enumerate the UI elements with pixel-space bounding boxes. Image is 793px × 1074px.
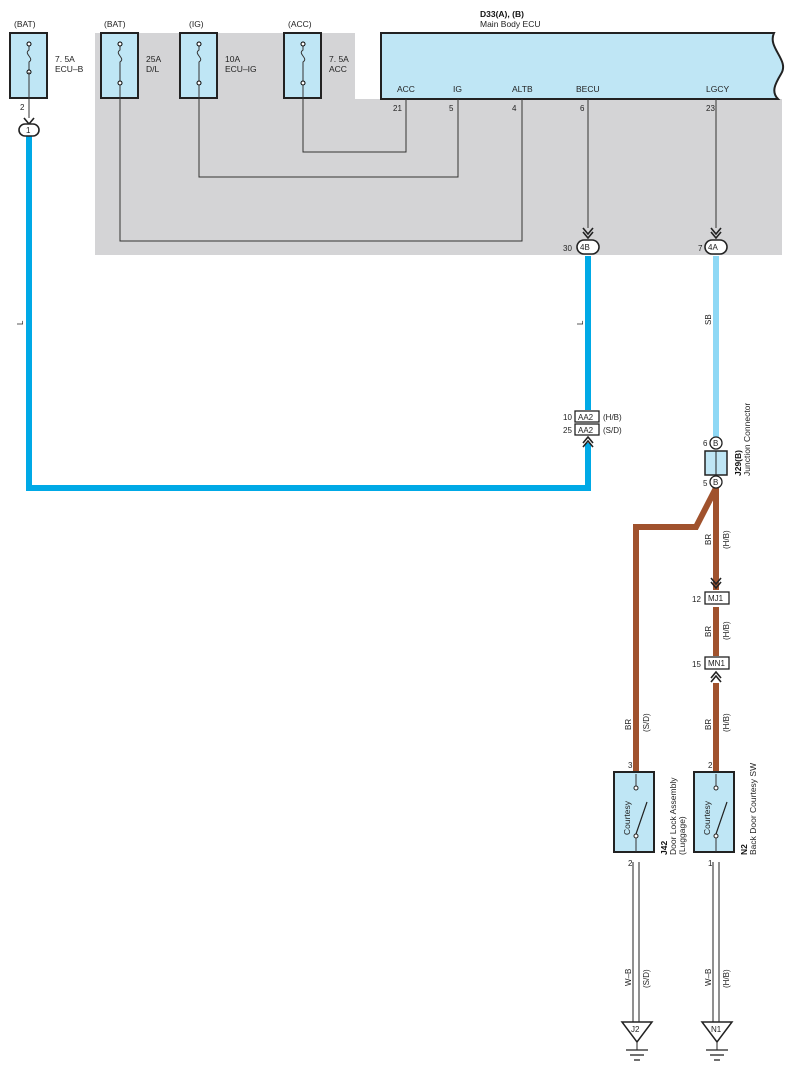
switch-n2: 2 Courtesy 1 N2 Back Door Courtesy SW (693, 761, 758, 868)
fuse-d-l: (BAT) 25A D/L (100, 19, 161, 99)
junction-letter: B (713, 478, 718, 487)
ecu-pin-label: IG (453, 84, 462, 94)
wire-label: BR (704, 719, 713, 730)
ecu-pin-num: 4 (512, 104, 517, 113)
fuse-name: ACC (329, 64, 347, 74)
wire-label: BR (704, 626, 713, 637)
switch-pin: 2 (708, 761, 713, 770)
wire-label: (H/B) (722, 713, 731, 732)
wire-label: BR (624, 719, 633, 730)
connector-note: (S/D) (603, 426, 622, 435)
ground-label: J2 (631, 1025, 640, 1034)
connector-pin: 25 (563, 426, 572, 435)
switch-pin: 2 (628, 859, 633, 868)
ecu-pin-num: 21 (393, 104, 402, 113)
wire-label: L (16, 320, 25, 325)
connector-aa2: AA2 AA2 10 25 (H/B) (S/D) (563, 410, 622, 448)
connector-code: 4A (708, 243, 718, 252)
ecu-pin-label: BECU (576, 84, 600, 94)
connector-mn1: MN1 15 (692, 656, 730, 683)
wire-label: (S/D) (642, 969, 651, 988)
wire-labels: L L SB BR (H/B) BR (H/B) BR (S/D) BR (H/… (16, 314, 731, 988)
junction-connector-j29: B 6 B 5 J29(B) Junction Connector (703, 403, 752, 489)
connector-note: (H/B) (603, 413, 622, 422)
ecu-pin-num: 6 (580, 104, 585, 113)
switch-pin: 3 (628, 761, 633, 770)
fuse-source-label: (BAT) (14, 19, 36, 29)
junction-code: J29(B) (733, 450, 743, 476)
wire-label: (S/D) (642, 713, 651, 732)
fuse-pin: 2 (20, 103, 25, 112)
fuse-name: ECU–B (55, 64, 84, 74)
junction-name: Junction Connector (742, 403, 752, 476)
ecu-pin-label: ACC (397, 84, 415, 94)
wire-br (633, 486, 719, 772)
connector-code: 1 (26, 126, 31, 135)
wire-label: (H/B) (722, 621, 731, 640)
fuse-rating: 10A (225, 54, 240, 64)
wire-label: (H/B) (722, 530, 731, 549)
switch-code: J42 (659, 841, 669, 855)
connector-pin: 15 (692, 660, 701, 669)
connector-code: MJ1 (708, 594, 724, 603)
connector-code: AA2 (578, 413, 594, 422)
connector-1: 1 (18, 117, 40, 137)
wire-label: (H/B) (722, 969, 731, 988)
connector-code: MN1 (708, 659, 725, 668)
switch-inner-label: Courtesy (702, 800, 712, 835)
switch-code: N2 (739, 844, 749, 855)
internal-wires (28, 72, 717, 242)
wire-label: L (576, 320, 585, 325)
connector-pin: 10 (563, 413, 572, 422)
wire-label: BR (704, 534, 713, 545)
main-body-ecu: D33(A), (B) Main Body ECU ACC IG ALTB BE… (380, 9, 784, 113)
switch-name: Back Door Courtesy SW (748, 763, 758, 855)
fuse-source-label: (ACC) (288, 19, 312, 29)
junction-pin: 5 (703, 479, 708, 488)
ecu-pin-label: LGCY (706, 84, 729, 94)
ecu-pin-num: 5 (449, 104, 454, 113)
fuse-rating: 7. 5A (55, 54, 75, 64)
ecu-name: Main Body ECU (480, 19, 540, 29)
switch-j42: 3 Courtesy 2 J42 Door Lock Assembly (Lug… (613, 761, 687, 868)
switch-inner-label: Courtesy (622, 800, 632, 835)
connector-pin: 12 (692, 595, 701, 604)
fuse-name: D/L (146, 64, 160, 74)
ecu-gray-area (95, 33, 782, 255)
fuse-rating: 7. 5A (329, 54, 349, 64)
wire-label: SB (704, 314, 713, 325)
fuse-source-label: (IG) (189, 19, 204, 29)
connector-pin: 30 (563, 244, 572, 253)
switch-pin: 1 (708, 859, 713, 868)
connector-code: 4B (580, 243, 590, 252)
fuse-rating: 25A (146, 54, 161, 64)
wire-label: W–B (704, 969, 713, 986)
ground-label: N1 (711, 1025, 722, 1034)
fuse-source-label: (BAT) (104, 19, 126, 29)
ground-j2: J2 (620, 1021, 654, 1061)
connector-4a: 4A 7 (698, 227, 728, 255)
junction-pin: 6 (703, 439, 708, 448)
switch-name: (Luggage) (677, 816, 687, 855)
wire-blue-l (26, 136, 591, 491)
fuse-name: ECU–IG (225, 64, 257, 74)
connector-mj1: MJ1 12 (692, 577, 730, 605)
fuse-ecu-b: (BAT) 7. 5A ECU–B 2 (9, 19, 84, 112)
connector-pin: 7 (698, 244, 703, 253)
ground-n1: N1 (700, 1021, 734, 1061)
connector-4b: 4B 30 (563, 227, 600, 255)
wire-w-b (632, 862, 720, 1022)
ecu-pin-label: ALTB (512, 84, 533, 94)
ecu-code: D33(A), (B) (480, 9, 524, 19)
connector-code: AA2 (578, 426, 594, 435)
wire-label: W–B (624, 969, 633, 986)
ecu-pin-num: 23 (706, 104, 715, 113)
junction-letter: B (713, 439, 718, 448)
switch-name: Door Lock Assembly (668, 777, 678, 855)
